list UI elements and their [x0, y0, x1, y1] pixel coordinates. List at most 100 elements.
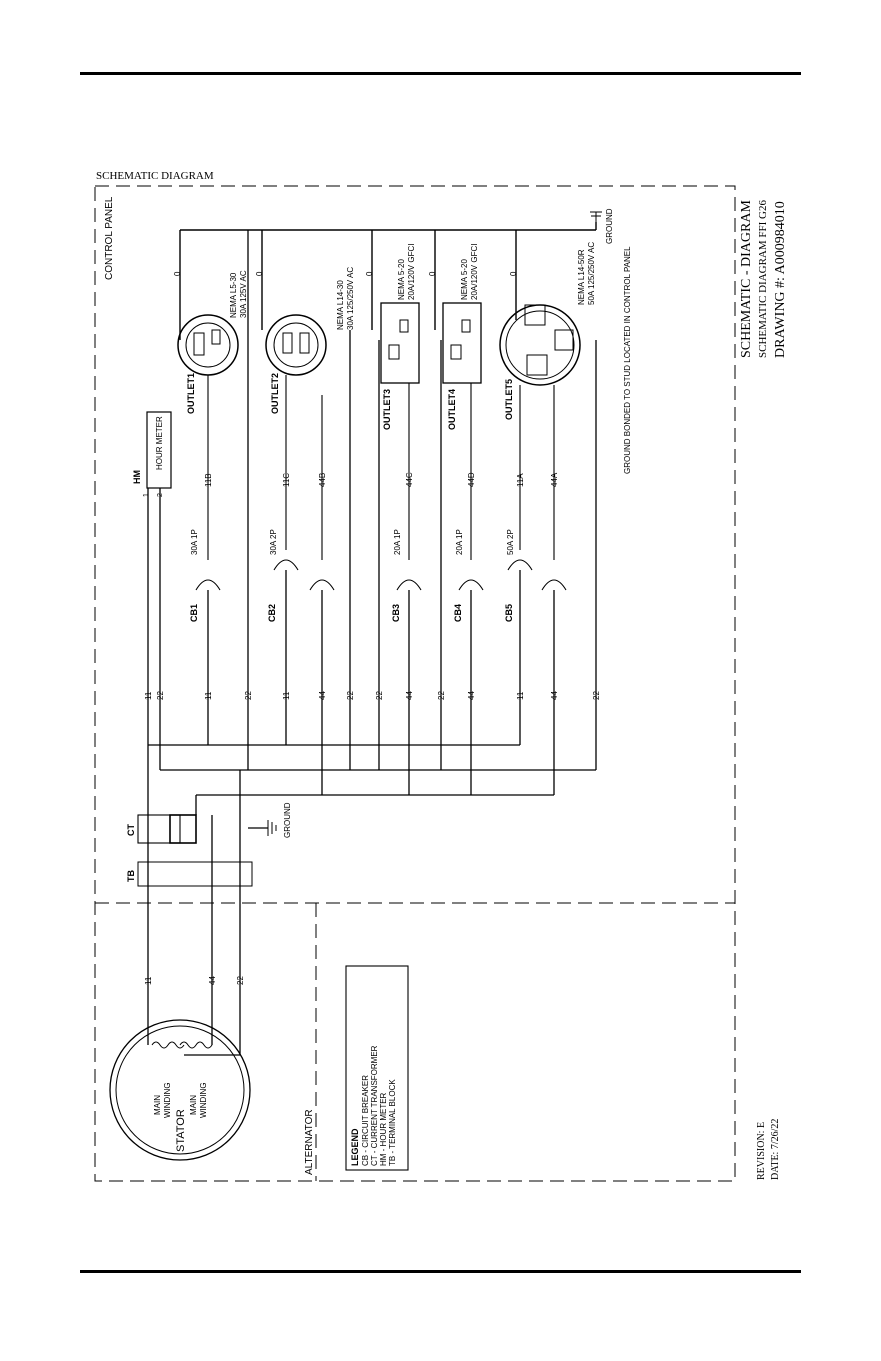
ground-note: GROUND BONDED TO STUD LOCATED IN CONTROL… — [623, 246, 632, 474]
wire-label: 44 — [318, 691, 327, 700]
outlet4-spec: 20A/120V GFCI — [470, 244, 479, 300]
ct-label: CT — [126, 824, 136, 836]
wire-label: 22 — [244, 691, 253, 700]
wire-label: 22 — [592, 691, 601, 700]
outlet2 — [265, 314, 327, 376]
outlet4-name: OUTLET4 — [447, 389, 457, 430]
breaker-name: CB5 — [504, 604, 514, 622]
outlet1-spec: 30A 125V AC — [239, 270, 248, 318]
neutral-wire-labels: 0 0 0 0 0 — [173, 271, 518, 276]
outlet3 — [380, 302, 420, 384]
winding-label: WINDING — [163, 1082, 172, 1118]
wire-label: 0 — [173, 271, 182, 276]
legend-item: CB - CIRCUIT BREAKER — [361, 1075, 370, 1166]
panel-ground-symbol — [267, 820, 277, 836]
outlet1-name: OUTLET1 — [186, 373, 196, 414]
neutral-bus — [179, 222, 597, 340]
control-panel-label: CONTROL PANEL — [104, 196, 115, 280]
wire-label: 0 — [255, 271, 264, 276]
revision: REVISION: E — [756, 1122, 767, 1180]
breaker-rating: 50A 2P — [506, 529, 515, 555]
breaker-rating: 20A 1P — [455, 529, 464, 555]
wire-label: 11 — [144, 691, 153, 700]
wire-label: 22 — [375, 691, 384, 700]
terminal-block — [137, 861, 253, 887]
winding-label: WINDING — [199, 1082, 208, 1118]
wire-label: 22 — [346, 691, 355, 700]
panel-frame — [94, 185, 736, 1182]
legend-items: CB - CIRCUIT BREAKER CT - CURRENT TRANSF… — [361, 1045, 397, 1166]
winding-label: MAIN — [189, 1095, 198, 1115]
outlet4-spec: NEMA 5-20 — [460, 259, 469, 300]
hm-term: 1 — [143, 493, 150, 497]
legend-item: CT - CURRENT TRANSFORMER — [370, 1045, 379, 1166]
outlet1 — [177, 314, 239, 376]
alternator-wire-labels: 11 44 22 — [144, 976, 245, 985]
breaker-arcs — [195, 559, 567, 591]
stator — [109, 980, 251, 1161]
breaker-name: CB4 — [453, 604, 463, 622]
outlet5-spec: NEMA L14-50R — [577, 249, 586, 305]
legend-item: HM - HOUR METER — [379, 1092, 388, 1166]
stator-label: STATOR — [175, 1109, 187, 1152]
outlet3-spec: NEMA 5-20 — [397, 259, 406, 300]
breaker-rating: 30A 1P — [190, 529, 199, 555]
bottom-rule — [80, 1270, 801, 1273]
outlet1-spec: NEMA L5-30 — [229, 272, 238, 318]
legend-title: LEGEND — [350, 1128, 360, 1166]
drawing-number: DRAWING #: A000984010 — [773, 201, 788, 358]
wire-label: 44 — [467, 691, 476, 700]
wire-label: 22 — [156, 691, 165, 700]
branch-wire-labels: 11B 11C 44B 44C 44D 11A 44A — [204, 472, 559, 487]
bus-wire-labels: 11 22 11 22 11 44 22 22 44 22 44 11 44 2… — [144, 691, 601, 700]
branch-wires — [207, 375, 555, 560]
feed-wires — [147, 230, 597, 980]
hm-label: HM — [132, 470, 142, 484]
wire-label: 22 — [437, 691, 446, 700]
outlet2-spec: 30A 125/250V AC — [346, 267, 355, 330]
breaker-name: CB2 — [267, 604, 277, 622]
wire-label: 11 — [282, 691, 291, 700]
date: DATE: 7/26/22 — [770, 1119, 781, 1180]
title-sub: SCHEMATIC DIAGRAM FFI G26 — [757, 200, 769, 358]
breaker-rating: 30A 2P — [269, 529, 278, 555]
breaker-labels: CB1 30A 1P CB2 30A 2P CB3 20A 1P CB4 20A… — [189, 529, 515, 622]
wire-label: 0 — [509, 271, 518, 276]
top-rule — [80, 72, 801, 75]
outlet-labels: OUTLET1 NEMA L5-30 30A 125V AC OUTLET2 N… — [186, 242, 596, 430]
tb-label: TB — [126, 870, 136, 882]
breaker-rating: 20A 1P — [393, 529, 402, 555]
outlet2-spec: NEMA L14-30 — [336, 280, 345, 330]
wire-label: 0 — [428, 271, 437, 276]
diagram-heading: SCHEMATIC DIAGRAM — [96, 170, 214, 182]
legend-box — [345, 965, 409, 1171]
outlet3-name: OUTLET3 — [382, 389, 392, 430]
outlet5-spec: 50A 125/250V AC — [587, 242, 596, 305]
panel-ground-label: GROUND — [283, 802, 292, 838]
wire-label: 11 — [516, 691, 525, 700]
wire-label: 44 — [550, 691, 559, 700]
breaker-name: CB1 — [189, 604, 199, 622]
current-transformer — [137, 814, 197, 844]
hour-meter: HOUR METER HM 1 2 — [132, 411, 172, 497]
wire-label: 44 — [208, 976, 217, 985]
hour-meter-label: HOUR METER — [155, 416, 164, 470]
outlet3-spec: 20A/120V GFCI — [407, 244, 416, 300]
breaker-name: CB3 — [391, 604, 401, 622]
outlet5-name: OUTLET5 — [504, 379, 514, 420]
winding-label: MAIN — [153, 1095, 162, 1115]
outlet2-name: OUTLET2 — [270, 373, 280, 414]
outlet5 — [499, 304, 581, 386]
outlet4 — [442, 302, 482, 384]
wire-label: 11 — [204, 691, 213, 700]
wire-label: 0 — [365, 271, 374, 276]
legend-item: TB - TERMINAL BLOCK — [388, 1079, 397, 1166]
top-ground-symbol — [590, 211, 602, 222]
wire-label: 44 — [405, 691, 414, 700]
wire-label: 11 — [144, 976, 153, 985]
top-ground-label: GROUND — [605, 208, 614, 244]
title-main: SCHEMATIC - DIAGRAM — [739, 200, 754, 358]
wire-label: 22 — [236, 976, 245, 985]
alternator-label: ALTERNATOR — [304, 1109, 315, 1175]
